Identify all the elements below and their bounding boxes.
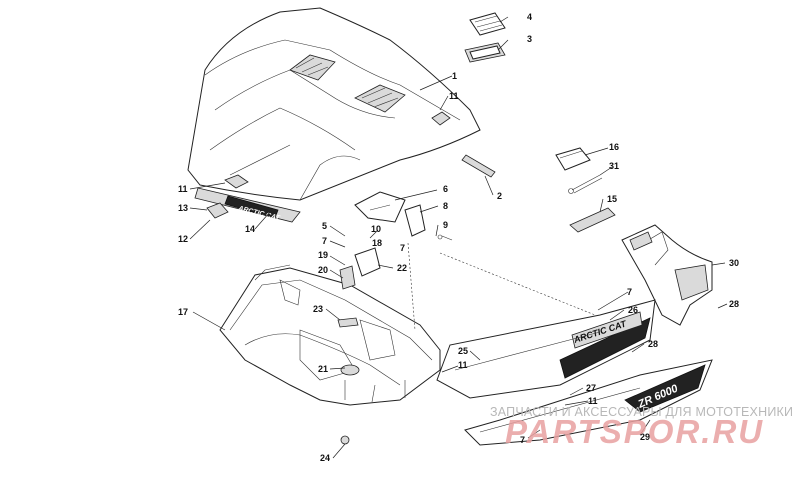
callout-22: 22 bbox=[397, 263, 407, 273]
callout-7c: 7 bbox=[627, 287, 632, 297]
leader-lines bbox=[189, 16, 728, 459]
callout-11b: 11 bbox=[178, 184, 188, 194]
callout-21: 21 bbox=[318, 364, 328, 374]
callout-9: 9 bbox=[443, 220, 448, 230]
vent-assembly bbox=[464, 12, 506, 63]
callout-10: 10 bbox=[371, 224, 381, 234]
callout-31: 31 bbox=[609, 161, 619, 171]
callout-19: 19 bbox=[318, 250, 328, 260]
callout-7d: 7 bbox=[520, 435, 525, 445]
lower-side-panel: ZR 6000 bbox=[464, 359, 713, 446]
callout-26: 26 bbox=[628, 305, 638, 315]
callout-7a: 7 bbox=[322, 236, 327, 246]
callout-12: 12 bbox=[178, 234, 188, 244]
callout-labels: 1 2 3 4 5 6 7 7 7 7 8 9 10 11 11 11 11 1… bbox=[178, 12, 739, 463]
callout-5: 5 bbox=[322, 221, 327, 231]
callout-11d: 11 bbox=[588, 396, 598, 406]
callout-17: 17 bbox=[178, 307, 188, 317]
watermark-logo: PARTSPOR.RU bbox=[505, 413, 765, 450]
callout-4: 4 bbox=[527, 12, 532, 22]
construction-lines bbox=[407, 242, 596, 331]
callout-28a: 28 bbox=[648, 339, 658, 349]
watermark-tagline: ЗАПЧАСТИ И АКСЕССУАРЫ ДЛЯ МОТОТЕХНИКИ bbox=[490, 405, 794, 419]
callout-15: 15 bbox=[607, 194, 617, 204]
callout-7b: 7 bbox=[400, 243, 405, 253]
small-parts-right bbox=[555, 147, 616, 233]
callout-1: 1 bbox=[452, 71, 457, 81]
callout-23: 23 bbox=[313, 304, 323, 314]
callout-6: 6 bbox=[443, 184, 448, 194]
callout-24: 24 bbox=[320, 453, 330, 463]
callout-8: 8 bbox=[443, 201, 448, 211]
callout-28b: 28 bbox=[729, 299, 739, 309]
callout-27: 27 bbox=[586, 383, 596, 393]
side-bracket-30 bbox=[621, 224, 713, 326]
callout-18: 18 bbox=[372, 238, 382, 248]
nose-pan bbox=[219, 264, 441, 445]
callout-11c: 11 bbox=[458, 360, 468, 370]
callout-3: 3 bbox=[527, 34, 532, 44]
hood: ARCTIC CAT bbox=[187, 7, 481, 223]
callout-30: 30 bbox=[729, 258, 739, 268]
callout-14: 14 bbox=[245, 224, 255, 234]
part-2-strip bbox=[461, 154, 496, 178]
callout-25: 25 bbox=[458, 346, 468, 356]
callout-11a: 11 bbox=[449, 91, 459, 101]
callout-16: 16 bbox=[609, 142, 619, 152]
hinge-brackets bbox=[339, 204, 453, 290]
callout-20: 20 bbox=[318, 265, 328, 275]
side-panel: ARCTIC CAT bbox=[436, 299, 656, 399]
callout-13: 13 bbox=[178, 203, 188, 213]
callout-2: 2 bbox=[497, 191, 502, 201]
callout-29: 29 bbox=[640, 432, 650, 442]
